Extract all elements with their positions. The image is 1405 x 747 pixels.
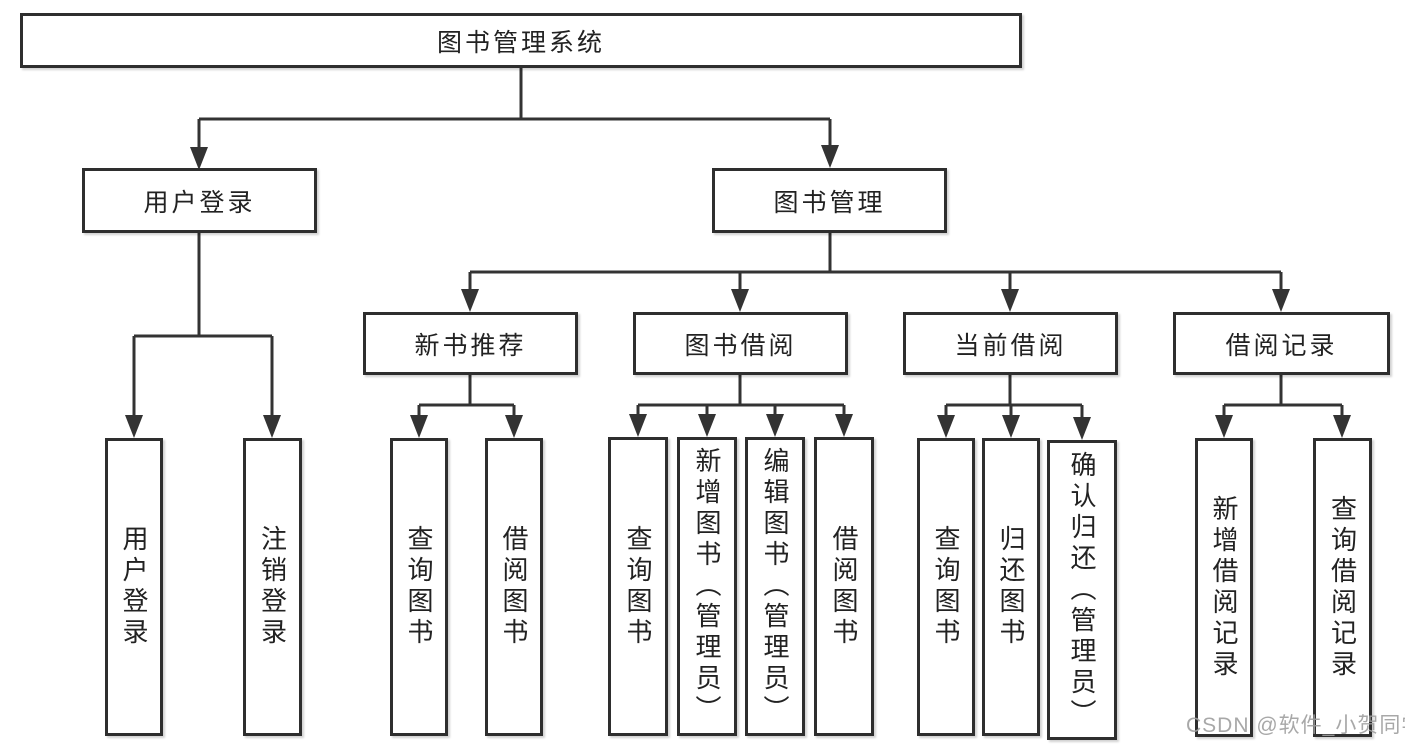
- leaf-br-add-record: 新增借阅记录: [1195, 438, 1253, 737]
- leaf-nbr-borrow-books: 借阅图书: [485, 438, 543, 736]
- node-current-borrowing-label: 当前借阅: [954, 331, 1067, 360]
- node-user-login-label: 用户登录: [143, 188, 256, 217]
- node-borrowing-records: 借阅记录: [1173, 312, 1390, 375]
- node-book-management-label: 图书管理: [773, 188, 886, 217]
- leaf-bb-borrow-books-label: 借阅图书: [829, 524, 859, 649]
- leaf-bb-edit-books-admin: 编辑图书（管理员）: [745, 437, 805, 736]
- leaf-cb-query-books-label: 查询图书: [931, 525, 961, 649]
- leaf-bb-query-books-label: 查询图书: [623, 524, 653, 649]
- leaf-cb-confirm-return-admin: 确认归还（管理员）: [1047, 440, 1117, 740]
- leaf-user-login: 用户登录: [105, 438, 163, 736]
- leaf-logout: 注销登录: [243, 438, 302, 736]
- leaf-bb-borrow-books: 借阅图书: [814, 437, 874, 736]
- leaf-nbr-query-books: 查询图书: [390, 438, 448, 736]
- leaf-bb-add-books-admin: 新增图书（管理员）: [677, 437, 737, 736]
- node-book-borrowing: 图书借阅: [633, 312, 848, 375]
- leaf-br-add-record-label: 新增借阅记录: [1209, 494, 1239, 681]
- leaf-bb-add-books-admin-label: 新增图书（管理员）: [692, 447, 722, 726]
- node-user-login: 用户登录: [82, 168, 317, 233]
- leaf-br-query-record: 查询借阅记录: [1313, 438, 1372, 737]
- leaf-bb-edit-books-admin-label: 编辑图书（管理员）: [760, 447, 790, 726]
- node-book-management: 图书管理: [712, 168, 947, 233]
- leaf-bb-query-books: 查询图书: [608, 437, 668, 736]
- leaf-user-login-label: 用户登录: [119, 525, 149, 649]
- leaf-cb-return-books: 归还图书: [982, 438, 1040, 736]
- node-new-book-recommend-label: 新书推荐: [414, 331, 527, 360]
- leaf-cb-query-books: 查询图书: [917, 438, 975, 736]
- leaf-cb-return-books-label: 归还图书: [996, 525, 1026, 649]
- leaf-logout-label: 注销登录: [257, 525, 288, 649]
- leaf-cb-confirm-return-admin-label: 确认归还（管理员）: [1067, 450, 1097, 730]
- node-library-system: 图书管理系统: [20, 13, 1022, 68]
- node-current-borrowing: 当前借阅: [903, 312, 1118, 375]
- leaf-nbr-borrow-books-label: 借阅图书: [499, 525, 529, 649]
- watermark: CSDN @软件_小贺同学: [1186, 714, 1405, 737]
- node-book-borrowing-label: 图书借阅: [684, 331, 797, 360]
- node-new-book-recommend: 新书推荐: [363, 312, 578, 375]
- arrowheads: [125, 145, 1351, 440]
- node-library-system-label: 图书管理系统: [436, 28, 605, 57]
- leaf-nbr-query-books-label: 查询图书: [404, 525, 434, 649]
- leaf-br-query-record-label: 查询借阅记录: [1327, 494, 1358, 681]
- node-borrowing-records-label: 借阅记录: [1225, 331, 1338, 360]
